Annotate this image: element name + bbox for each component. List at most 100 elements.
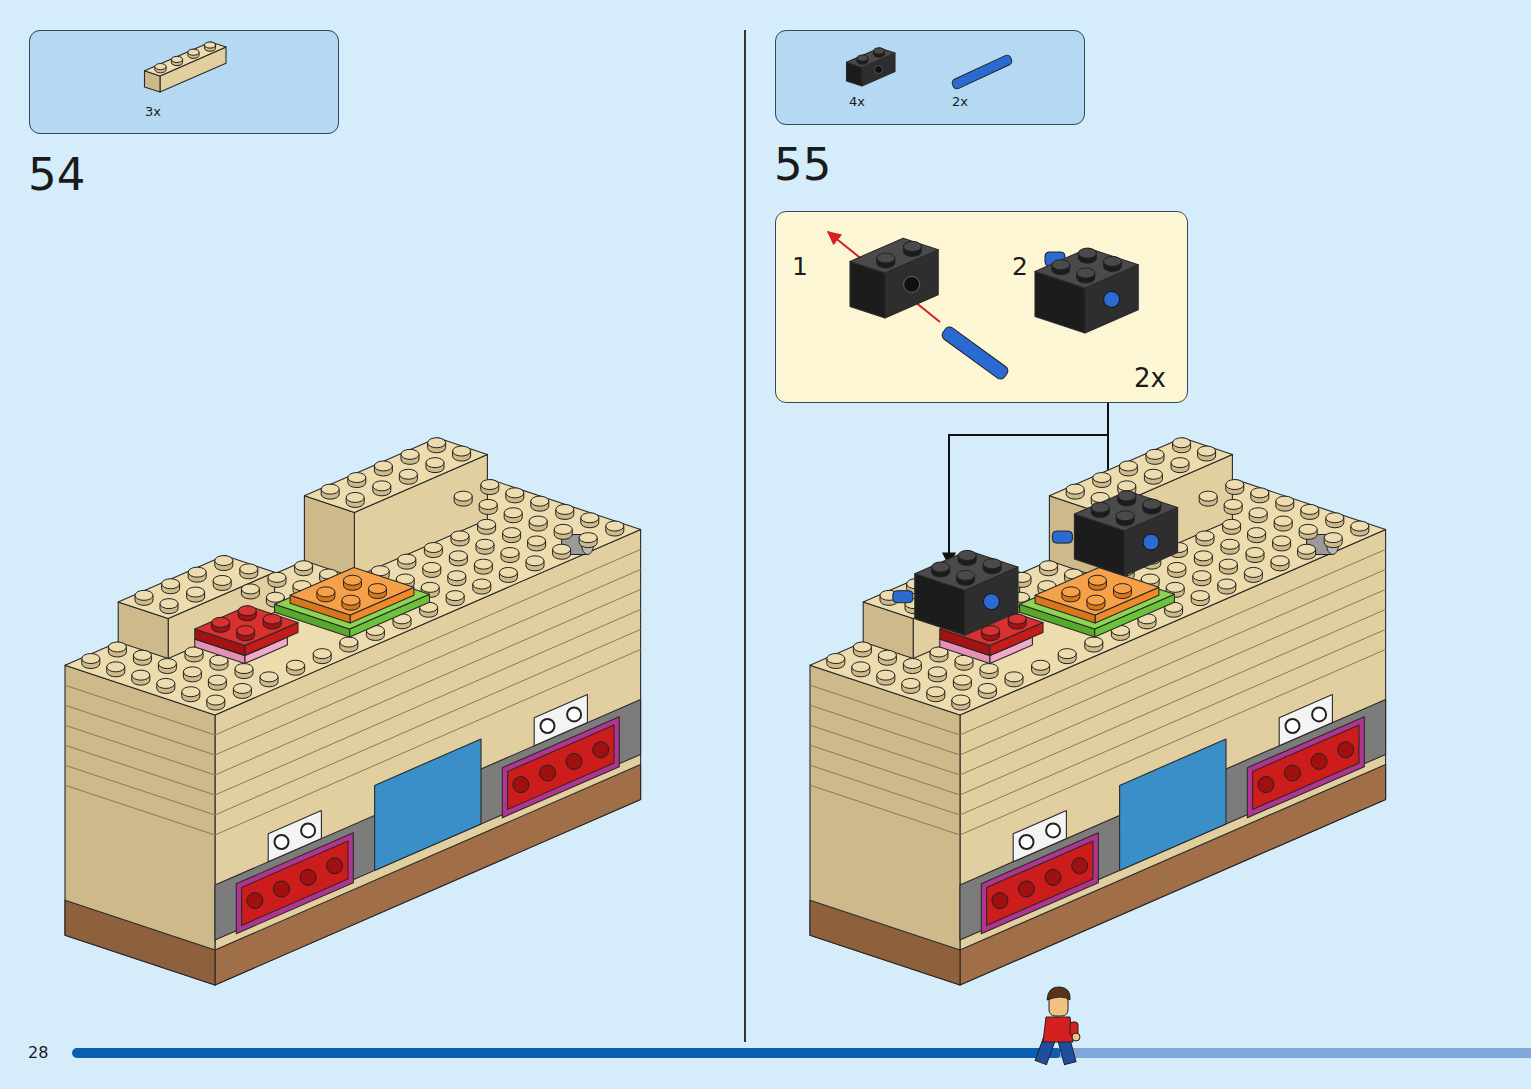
stud bbox=[317, 587, 335, 602]
white-tile bbox=[1279, 695, 1332, 746]
stud bbox=[877, 253, 895, 268]
stud bbox=[1226, 480, 1244, 495]
stud-top bbox=[932, 562, 950, 572]
stud bbox=[853, 642, 871, 657]
stud bbox=[1093, 473, 1111, 488]
stud bbox=[160, 599, 178, 614]
stud-top bbox=[1005, 672, 1023, 682]
stud-top bbox=[1224, 499, 1242, 509]
stud bbox=[454, 491, 472, 506]
stud bbox=[240, 564, 258, 579]
stud-top bbox=[213, 575, 231, 585]
stud bbox=[1251, 488, 1269, 503]
stud-top bbox=[1299, 524, 1317, 534]
stud bbox=[287, 660, 305, 675]
brick-line bbox=[960, 649, 1386, 835]
brick-line bbox=[960, 589, 1386, 775]
stud bbox=[157, 678, 175, 693]
stud bbox=[321, 484, 339, 499]
stud bbox=[1119, 461, 1137, 476]
stud bbox=[852, 662, 870, 677]
stud bbox=[1301, 504, 1319, 519]
page-number: 28 bbox=[28, 1045, 48, 1061]
stud-top bbox=[1298, 544, 1316, 554]
step-number: 54 bbox=[28, 152, 85, 197]
stud-top bbox=[877, 253, 895, 263]
stud-top bbox=[1168, 562, 1186, 572]
stud-top bbox=[263, 614, 281, 624]
brick-line bbox=[215, 649, 641, 835]
stud bbox=[107, 662, 125, 677]
stud bbox=[212, 617, 230, 632]
red-dot bbox=[593, 742, 609, 758]
red-dot bbox=[1285, 765, 1301, 781]
quantity: 2x bbox=[952, 95, 968, 108]
stud-top bbox=[473, 579, 491, 589]
stud-top bbox=[171, 56, 182, 62]
stud-top bbox=[1219, 559, 1237, 569]
stud-top bbox=[476, 539, 494, 549]
stud bbox=[108, 642, 126, 657]
stud bbox=[504, 508, 522, 523]
parts-box-fill bbox=[29, 30, 339, 134]
stud bbox=[980, 664, 998, 679]
stud bbox=[481, 480, 499, 495]
stud-top bbox=[857, 55, 868, 61]
brick-line bbox=[960, 549, 1386, 735]
stud bbox=[1091, 502, 1109, 517]
red-dot bbox=[566, 753, 582, 769]
stud-top bbox=[499, 567, 517, 577]
parts-box-fill bbox=[775, 30, 1085, 125]
stud bbox=[1223, 519, 1241, 534]
red-dot bbox=[247, 893, 263, 909]
stud-top bbox=[260, 672, 278, 682]
stud-top bbox=[1119, 461, 1137, 471]
callout-number: 2 bbox=[1012, 254, 1028, 279]
stud-top bbox=[853, 642, 871, 652]
brick-face bbox=[850, 238, 938, 273]
brick-face bbox=[145, 42, 227, 76]
stud bbox=[268, 572, 286, 587]
stud bbox=[554, 524, 572, 539]
red-dot bbox=[1311, 753, 1327, 769]
stud bbox=[1271, 556, 1289, 571]
stud bbox=[1326, 513, 1344, 528]
stud bbox=[606, 521, 624, 536]
stud bbox=[1198, 446, 1216, 461]
stud-top bbox=[958, 550, 976, 560]
stud bbox=[1276, 496, 1294, 511]
stud-top bbox=[1226, 480, 1244, 490]
brick-line bbox=[810, 705, 960, 755]
base-band bbox=[65, 900, 215, 985]
stud-top bbox=[237, 626, 255, 636]
stud-top bbox=[287, 660, 305, 670]
stud-top bbox=[1113, 584, 1131, 594]
brick-face bbox=[1020, 569, 1175, 629]
stud bbox=[1246, 548, 1264, 563]
stud-top bbox=[1301, 504, 1319, 514]
stud bbox=[451, 531, 469, 546]
stud bbox=[503, 528, 521, 543]
stud bbox=[426, 458, 444, 473]
stud bbox=[531, 496, 549, 511]
grey-band bbox=[215, 699, 641, 940]
stud-top bbox=[478, 519, 496, 529]
stud-top bbox=[957, 570, 975, 580]
stud-top bbox=[1093, 473, 1111, 483]
stud bbox=[1249, 508, 1267, 523]
stud bbox=[903, 241, 921, 256]
stud-top bbox=[852, 662, 870, 672]
stud bbox=[348, 473, 366, 488]
stud bbox=[1052, 260, 1070, 275]
stud bbox=[1118, 491, 1136, 506]
stud bbox=[237, 626, 255, 641]
stud-top bbox=[448, 571, 466, 581]
stud-top bbox=[374, 461, 392, 471]
stud-top bbox=[108, 642, 126, 652]
stud-top bbox=[208, 675, 226, 685]
stud-top bbox=[581, 513, 599, 523]
stud-top bbox=[1274, 516, 1292, 526]
stud bbox=[1173, 438, 1191, 453]
blue-pin bbox=[1052, 531, 1072, 543]
white-tile bbox=[534, 695, 587, 746]
